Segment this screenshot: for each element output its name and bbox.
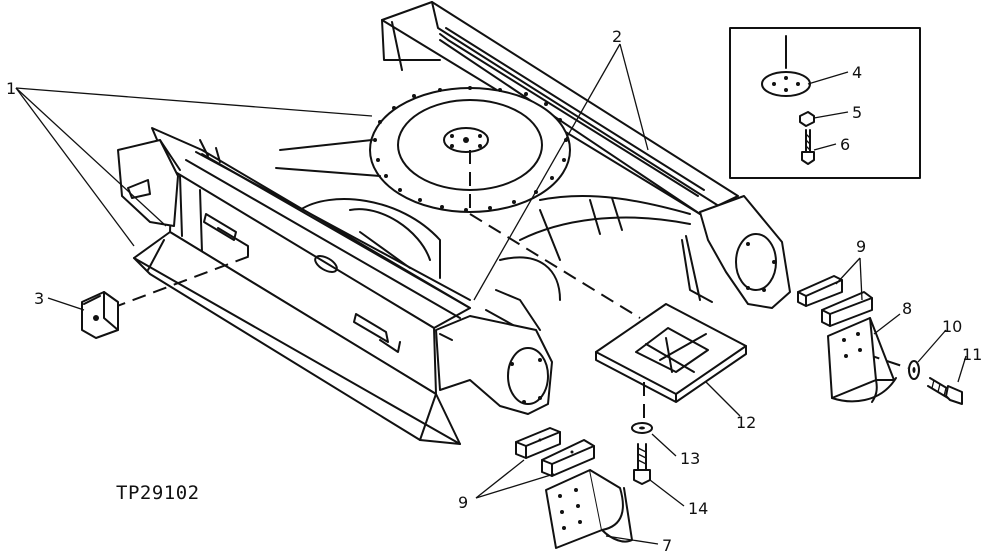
- washer-13: [631, 422, 653, 434]
- callout-3: 3: [34, 289, 44, 308]
- clip-part: [81, 291, 119, 339]
- bolt-11: [927, 377, 963, 405]
- callout-13: 13: [680, 449, 700, 468]
- inset-box: [729, 27, 921, 179]
- callout-6: 6: [840, 135, 850, 154]
- guard-8: [827, 317, 897, 403]
- callout-10: 10: [942, 317, 962, 336]
- callout-2: 2: [612, 27, 622, 46]
- guard-7: [545, 469, 633, 549]
- ring-bolt-holes: [373, 86, 568, 212]
- callout-1: 1: [6, 79, 16, 98]
- callout-14: 14: [688, 499, 708, 518]
- callout-12: 12: [736, 413, 756, 432]
- figure-id: TP29102: [116, 482, 200, 504]
- bolt-14: [633, 443, 651, 485]
- spacers-lower: [515, 427, 595, 477]
- rails: [201, 27, 705, 309]
- callout-9-upper: 9: [856, 237, 866, 256]
- callout-11: 11: [962, 345, 982, 364]
- leader-lines: [15, 43, 967, 545]
- callout-8: 8: [902, 299, 912, 318]
- callout-9-lower: 9: [458, 493, 468, 512]
- washer-10: [908, 360, 920, 380]
- callouts: 1 2 3 4 5 6 7 8 9 9 10 11 12 13 14: [6, 27, 982, 555]
- callout-5: 5: [852, 103, 862, 122]
- callout-4: 4: [852, 63, 862, 82]
- mount-plate: [595, 303, 747, 403]
- spacers-upper: [797, 275, 873, 327]
- callout-7: 7: [662, 536, 672, 555]
